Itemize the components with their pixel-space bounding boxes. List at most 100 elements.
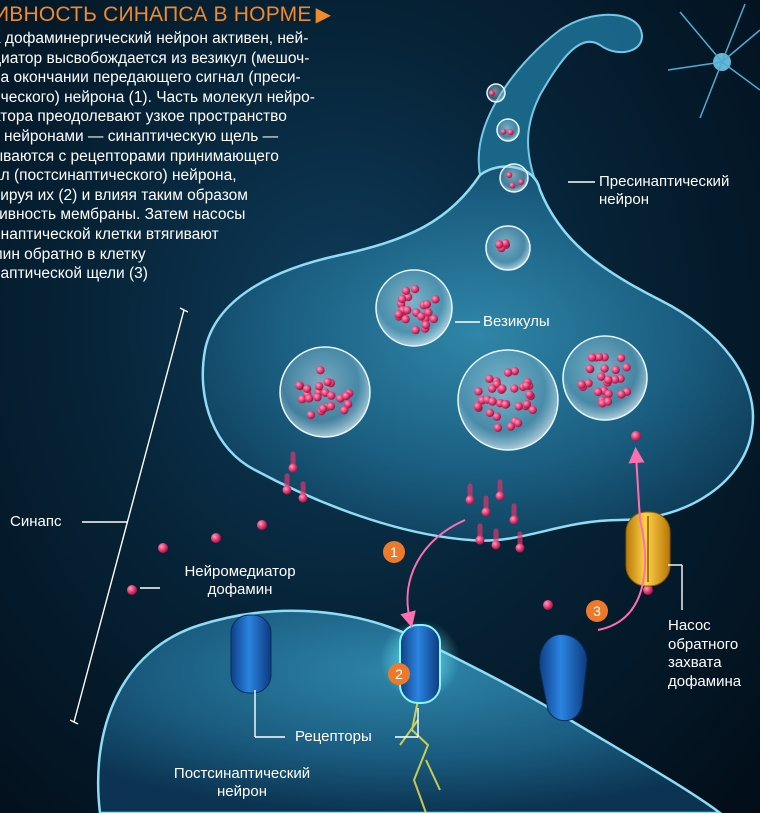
- dopamine-molecule: [522, 381, 530, 389]
- dopamine-molecule: [617, 390, 625, 398]
- step-badge-3: 3: [586, 600, 608, 622]
- neuromediator-label-line2: дофамин: [164, 581, 316, 599]
- dopamine-molecule: [340, 406, 348, 414]
- description: а дофаминергический нейрон активен, ней-…: [0, 29, 315, 284]
- dopamine-molecule: [430, 315, 438, 323]
- dopamine-molecule: [518, 179, 524, 185]
- dopamine-molecule: [600, 364, 608, 372]
- pump-label-line2: обратного: [668, 636, 741, 655]
- dopamine-molecule: [584, 379, 592, 387]
- dopamine-molecule: [506, 172, 512, 178]
- pump-label-line1: Насос: [668, 617, 741, 636]
- dopamine-molecule: [431, 295, 439, 303]
- presynaptic-label-line2: нейрон: [599, 191, 729, 209]
- dopamine-molecule: [595, 353, 603, 361]
- dopamine-molecule: [507, 422, 515, 430]
- dopamine-molecule: [257, 520, 267, 530]
- page-title: ИВНОСТЬ СИНАПСА В НОРМЕ▶: [0, 2, 331, 27]
- receptor-active: [400, 625, 440, 703]
- dopamine-molecule: [398, 295, 406, 303]
- description-line: инаптической клетки втягивают: [0, 225, 315, 245]
- dopamine-molecule: [211, 533, 221, 543]
- dopamine-molecule: [299, 494, 308, 503]
- vesicle-fusing-center: [458, 350, 558, 450]
- dopamine-molecule: [474, 402, 482, 410]
- dopamine-molecule: [485, 375, 493, 383]
- description-line: мин обратно в клетку: [0, 245, 315, 265]
- synapse-label: Синапс: [10, 513, 61, 531]
- dopamine-molecule: [323, 378, 331, 386]
- dopamine-molecule: [611, 366, 619, 374]
- neuromediator-label-line1: Нейромедиатор: [164, 563, 316, 581]
- description-line: наптической щели (3): [0, 264, 315, 284]
- dopamine-molecule: [319, 404, 327, 412]
- pump-label-line3: захвата: [668, 654, 741, 673]
- presynaptic-label-line1: Пресинаптический: [599, 173, 729, 191]
- dopamine-molecule: [423, 300, 431, 308]
- dopamine-molecule: [509, 182, 515, 188]
- dopamine-molecule: [498, 384, 506, 392]
- description-line: ал (постсинаптического) нейрона,: [0, 166, 315, 186]
- description-line: а дофаминергический нейрон активен, ней-: [0, 29, 315, 49]
- dopamine-molecule: [604, 376, 612, 384]
- dopamine-molecule: [127, 585, 137, 595]
- dopamine-molecule: [488, 397, 496, 405]
- dopamine-molecule: [411, 326, 419, 334]
- dopamine-molecule: [316, 366, 324, 374]
- dopamine-molecule: [289, 464, 298, 473]
- dopamine-molecule: [313, 393, 321, 401]
- description-line: на окончании передающего сигнал (преси-: [0, 68, 315, 88]
- dopamine-molecule: [588, 353, 596, 361]
- dopamine-molecule: [604, 397, 612, 405]
- description-line: вируя их (2) и влияя таким образом: [0, 186, 315, 206]
- dopamine-molecule: [474, 387, 482, 395]
- vesicle-upper: [376, 270, 452, 346]
- dopamine-molecule: [486, 409, 494, 417]
- description-line: диатор высвобождается из везикул (мешоч-: [0, 49, 315, 69]
- dopamine-molecule: [514, 419, 522, 427]
- dopamine-molecule: [510, 516, 519, 525]
- dopamine-molecule: [516, 544, 525, 553]
- triangle-right-icon: ▶: [316, 4, 332, 26]
- dopamine-molecule: [422, 321, 430, 329]
- step-badge-1: 1: [383, 541, 405, 563]
- dopamine-molecule: [327, 391, 335, 399]
- dopamine-molecule: [488, 384, 496, 392]
- dopamine-molecule: [327, 402, 335, 410]
- dopamine-molecule: [622, 363, 630, 371]
- dopamine-molecule: [158, 543, 168, 553]
- pump-label: Насос обратного захвата дофамина: [668, 617, 741, 691]
- description-line: у нейронами — синаптическую щель —: [0, 127, 315, 147]
- dopamine-molecule: [504, 368, 512, 376]
- dopamine-molecule: [295, 381, 303, 389]
- dopamine-molecule: [495, 240, 503, 248]
- dopamine-molecule: [586, 364, 594, 372]
- step-badge-2: 2: [388, 663, 410, 685]
- dopamine-molecule: [543, 600, 553, 610]
- dopamine-molecule: [476, 536, 485, 545]
- pump-label-line4: дофамина: [668, 673, 741, 692]
- dopamine-molecule: [342, 392, 350, 400]
- receptor-left: [231, 615, 271, 693]
- postsynaptic-label: Постсинаптический нейрон: [158, 765, 326, 801]
- dopamine-molecule: [401, 315, 409, 323]
- dopamine-molecule: [417, 312, 425, 320]
- receptors-label: Рецепторы: [295, 728, 372, 746]
- description-line: атора преодолевают узкое пространство: [0, 107, 315, 127]
- dopamine-molecule: [303, 385, 311, 393]
- dopamine-molecule: [403, 306, 411, 314]
- background-neuron: [668, 4, 760, 118]
- dopamine-molecule: [482, 508, 491, 517]
- dopamine-molecule: [489, 90, 495, 96]
- vesicles-label: Везикулы: [483, 313, 550, 331]
- postsynaptic-label-line2: нейрон: [158, 783, 326, 801]
- dopamine-molecule: [631, 431, 641, 441]
- dopamine-molecule: [617, 354, 625, 362]
- dopamine-molecule: [283, 486, 292, 495]
- dopamine-molecule: [492, 541, 501, 550]
- dopamine-molecule: [424, 308, 432, 316]
- presynaptic-label: Пресинаптический нейрон: [599, 173, 729, 209]
- description-line: ического) нейрона (1). Часть молекул ней…: [0, 88, 315, 108]
- description-line: ываются с рецепторами принимающего: [0, 147, 315, 167]
- postsynaptic-label-line1: Постсинаптический: [158, 765, 326, 783]
